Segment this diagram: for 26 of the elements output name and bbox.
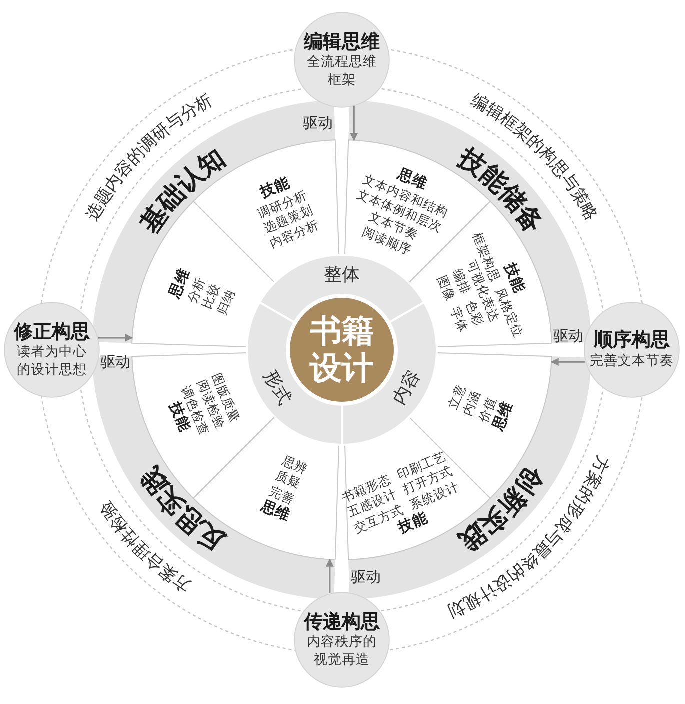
circle-subtitle: 全流程思维框架 xyxy=(306,54,378,90)
arrow xyxy=(326,558,334,594)
edge-label: 驱动 xyxy=(303,114,334,132)
edge-label: 驱动 xyxy=(100,352,130,371)
ring-label: 内容 xyxy=(388,366,426,409)
concept-circle xyxy=(4,302,100,398)
concept-circle xyxy=(294,592,390,688)
circle-title: 顺序构思 xyxy=(594,329,670,354)
arrow xyxy=(98,334,134,342)
ring-segment xyxy=(247,302,342,445)
circle-title: 编辑思维 xyxy=(304,30,380,54)
edge-label: 驱动 xyxy=(350,568,381,586)
circle-title: 传递构思 xyxy=(304,610,380,634)
concept-circle xyxy=(584,302,680,398)
concept-circle xyxy=(294,12,390,108)
ring-label: 整体 xyxy=(324,263,360,287)
arrow xyxy=(350,106,358,142)
arrow xyxy=(550,358,586,366)
ring-segment xyxy=(342,302,437,445)
circle-subtitle: 内容秩序的视觉再造 xyxy=(306,634,378,670)
ring-label: 形式 xyxy=(258,366,296,409)
circle-title: 修正构思 xyxy=(14,320,90,344)
center-title: 书籍设计 xyxy=(308,313,375,387)
circle-subtitle: 完善文本节奏 xyxy=(590,353,674,371)
circle-subtitle: 读者为中心的设计思想 xyxy=(16,344,88,380)
edge-label: 驱动 xyxy=(554,327,584,346)
